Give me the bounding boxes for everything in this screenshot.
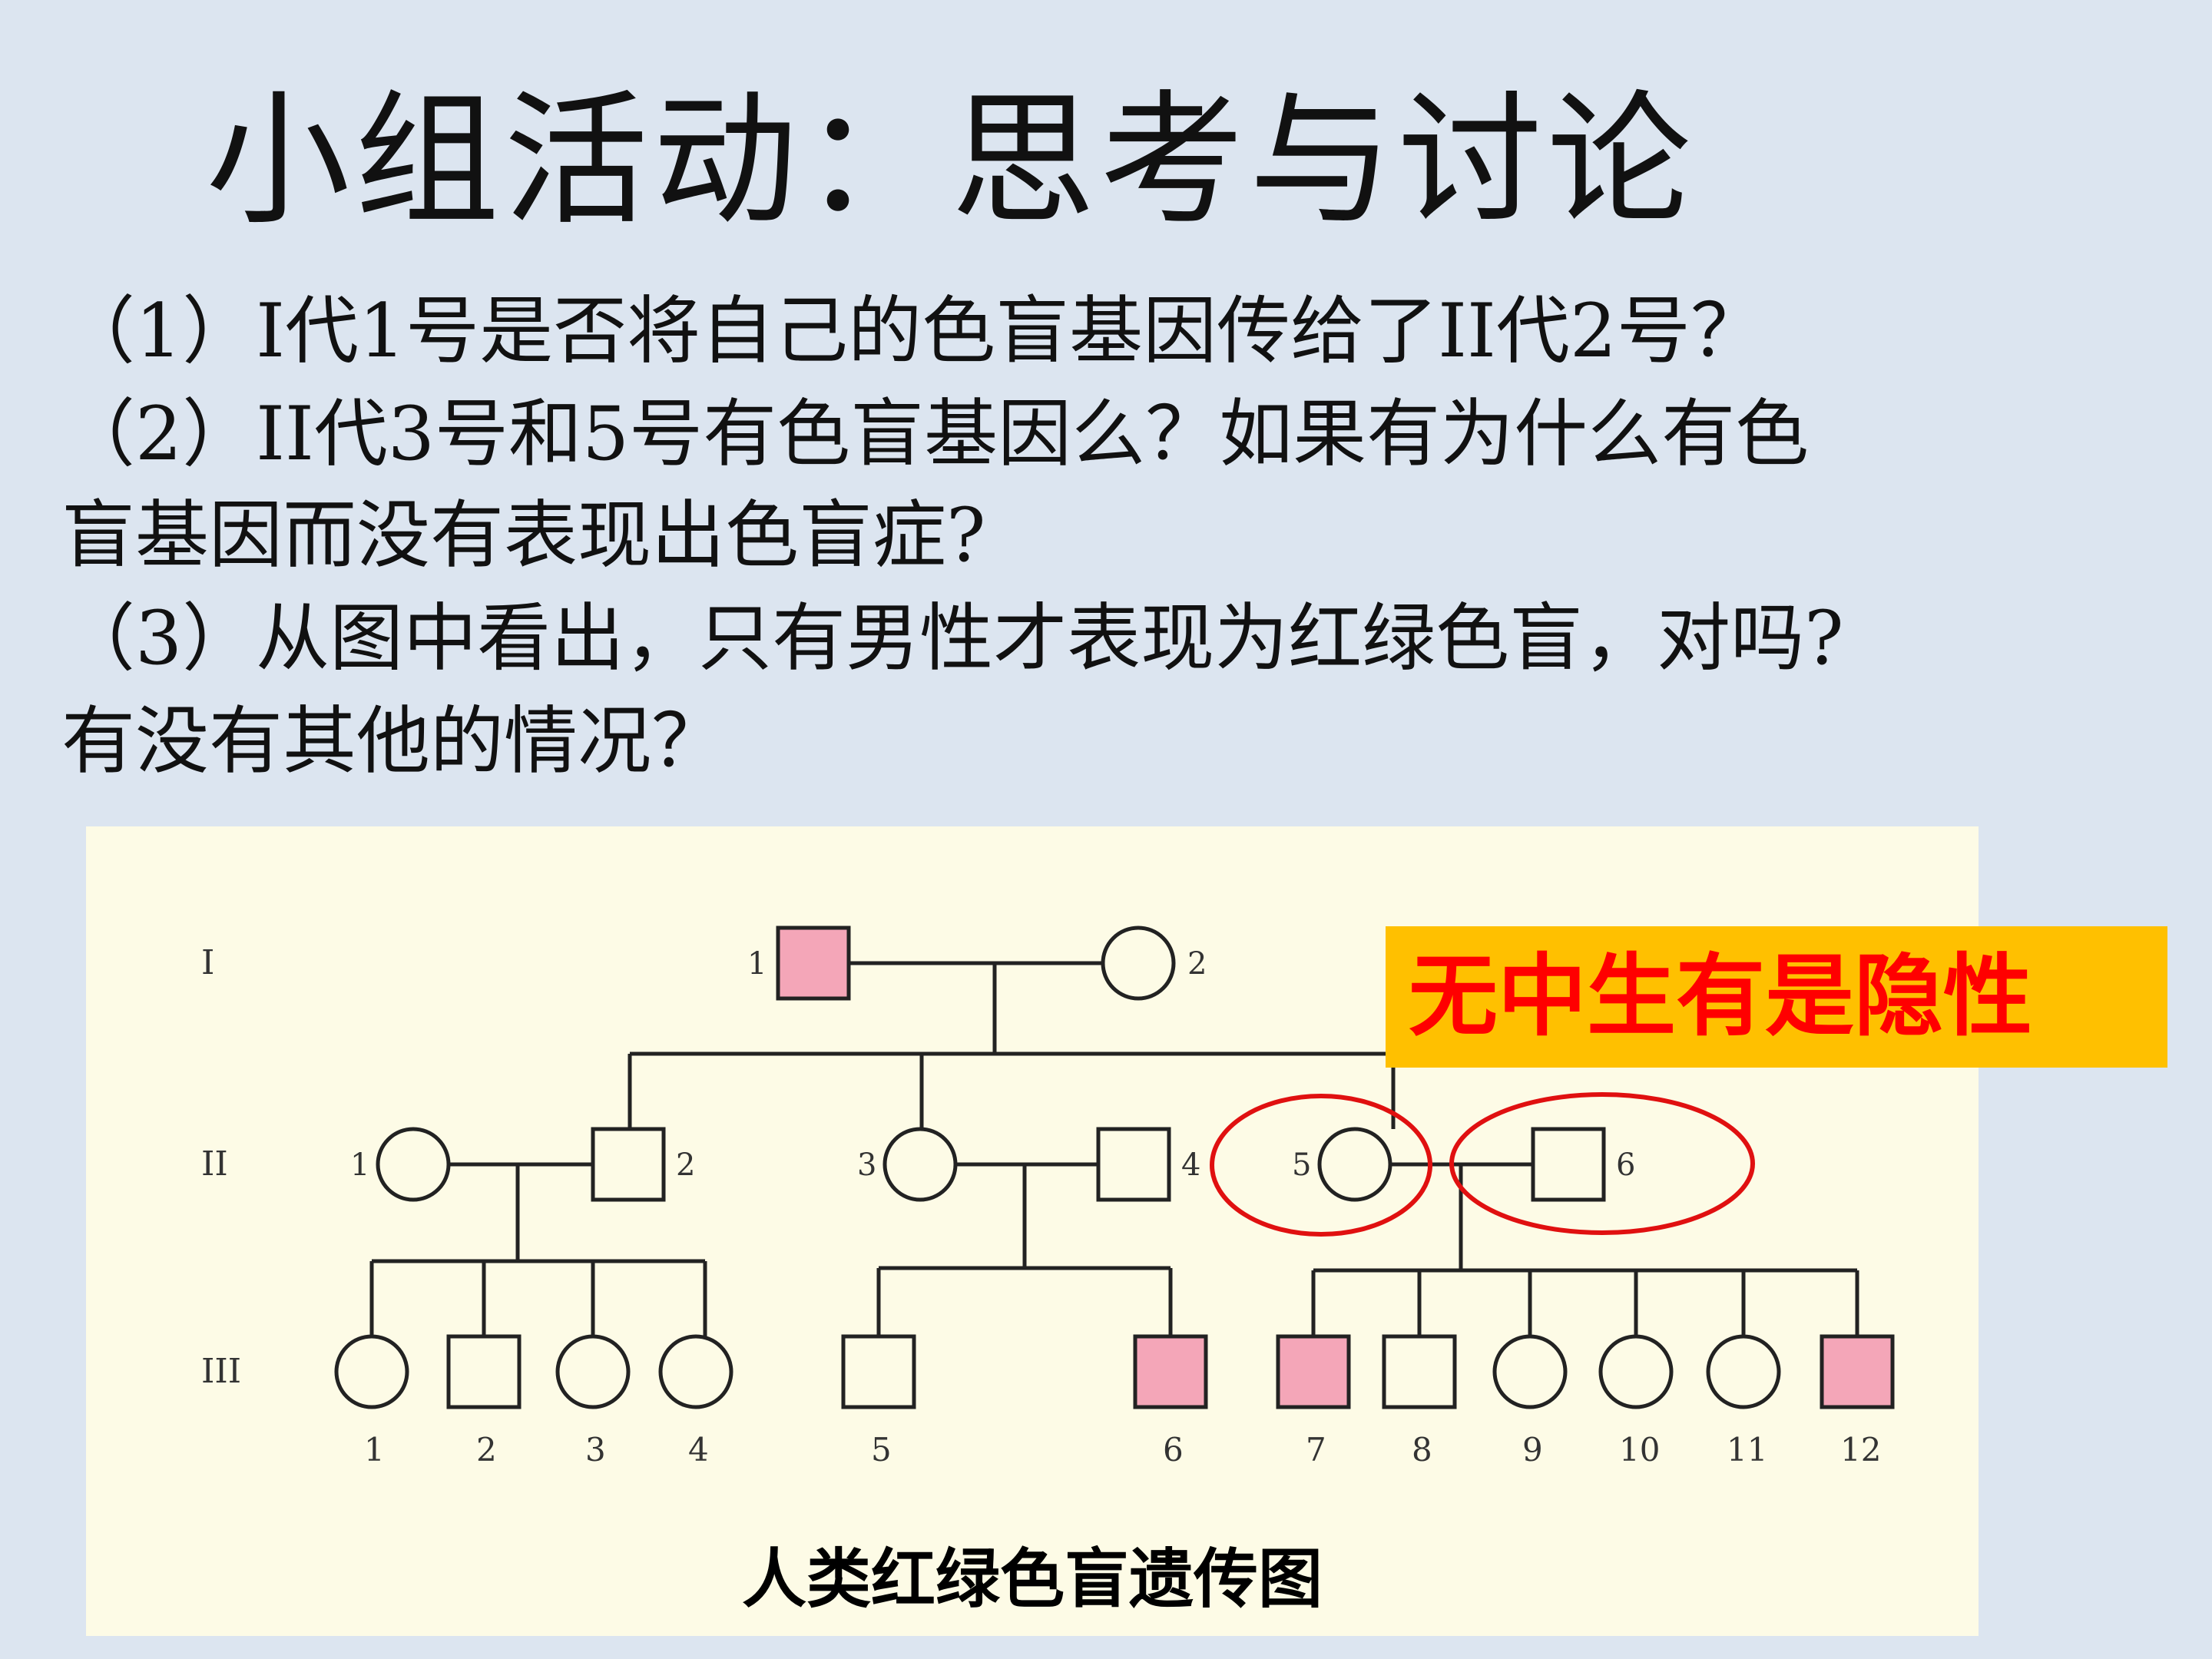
gen2-person-3-female [882, 1127, 958, 1202]
gen3-id-1: 1 [364, 1431, 385, 1469]
gen3-person-11-female [1706, 1334, 1781, 1409]
gen1-id-2: 2 [1187, 946, 1207, 982]
diagram-caption: 人类红绿色盲遗传图 [741, 1541, 1323, 1617]
gen2-id-6: 6 [1616, 1147, 1635, 1183]
gen3-id-11: 11 [1727, 1431, 1767, 1469]
gen1-person-2-female [1101, 926, 1176, 1001]
gen2-id-5: 5 [1292, 1147, 1311, 1183]
gen3-person-6-male-affected [1133, 1334, 1208, 1409]
gen2-id-3: 3 [857, 1147, 876, 1183]
gen3-person-2-male [446, 1334, 522, 1409]
question-2-line-2: 盲基因而没有表现出色盲症? [61, 492, 986, 578]
question-3-line-1: （3）从图中看出，只有男性才表现为红绿色盲，对吗? [61, 595, 1844, 681]
highlight-ellipse-gen2-6 [1449, 1092, 1755, 1235]
gen3-person-1-female [334, 1334, 409, 1409]
gen3-id-6: 6 [1163, 1431, 1184, 1469]
gen3-person-10-female [1598, 1334, 1674, 1409]
gen3-id-2: 2 [476, 1431, 497, 1469]
gen2-person-2-male [591, 1127, 666, 1202]
gen3-id-5: 5 [871, 1431, 892, 1469]
gen3-person-9-female [1492, 1334, 1568, 1409]
question-1: （1）I代1号是否将自己的色盲基因传给了II代2号？ [61, 288, 1764, 374]
gen3-person-7-male-affected [1276, 1334, 1351, 1409]
generation-label-3: III [201, 1352, 241, 1391]
question-2-line-1: （2）II代3号和5号有色盲基因么？如果有为什么有色 [61, 391, 1810, 477]
gen3-id-12: 12 [1840, 1431, 1881, 1469]
gen3-person-5-male [841, 1334, 916, 1409]
gen3-person-3-female [555, 1334, 631, 1409]
gen3-person-8-male [1382, 1334, 1457, 1409]
gen3-id-9: 9 [1522, 1431, 1543, 1469]
gen3-id-7: 7 [1306, 1431, 1326, 1469]
gen1-id-1: 1 [747, 946, 767, 982]
recessive-callout: 无中生有是隐性 [1386, 926, 2167, 1068]
gen3-id-10: 10 [1619, 1431, 1660, 1469]
gen3-id-4: 4 [688, 1431, 709, 1469]
gen3-person-4-female [658, 1334, 733, 1409]
gen2-person-6-male [1531, 1127, 1606, 1202]
gen3-id-8: 8 [1412, 1431, 1432, 1469]
gen2-id-4: 4 [1181, 1147, 1200, 1183]
generation-label-1: I [201, 943, 214, 982]
gen3-person-12-male-affected [1820, 1334, 1895, 1409]
slide-title: 小组活动：思考与讨论 [206, 77, 1696, 245]
gen2-person-1-female [376, 1127, 451, 1202]
question-3-line-2: 有没有其他的情况？ [61, 698, 725, 784]
gen1-person-1-male-affected [776, 926, 851, 1001]
gen2-id-1: 1 [350, 1147, 369, 1183]
gen2-person-5-female [1317, 1127, 1392, 1202]
gen2-person-4-male [1096, 1127, 1171, 1202]
gen2-id-2: 2 [676, 1147, 695, 1183]
generation-label-2: II [201, 1144, 228, 1184]
gen3-id-3: 3 [585, 1431, 606, 1469]
highlight-ellipse-gen2-5 [1210, 1094, 1432, 1237]
